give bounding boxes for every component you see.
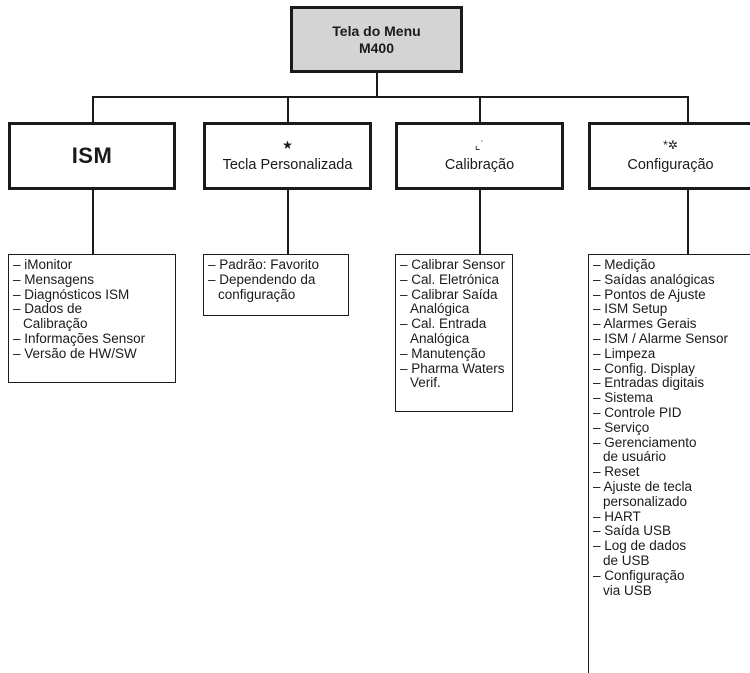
list-item: – Calibrar Saída	[400, 286, 498, 302]
list-item-continuation: Analógica	[410, 301, 470, 317]
list-item: – Log de dados	[593, 538, 687, 554]
list-item-continuation: Verif.	[410, 375, 441, 391]
root-title-line2: M400	[358, 39, 395, 56]
list-item: – Dados de	[13, 301, 83, 317]
list-item: – Sistema	[593, 390, 654, 406]
tecla-drop-line	[287, 96, 289, 122]
ism-list-line	[92, 190, 94, 254]
list-item: – Configuração	[593, 567, 685, 583]
category-configuracao-box: *✲ Configuração	[588, 122, 750, 190]
list-item: – Gerenciamento	[593, 434, 697, 450]
category-tecla-box: ★ Tecla Personalizada	[203, 122, 372, 190]
list-item: – Diagnósticos ISM	[13, 286, 130, 302]
list-item-continuation: Calibração	[23, 316, 88, 332]
list-item-continuation: personalizado	[603, 493, 688, 509]
list-item: – Limpeza	[593, 345, 656, 361]
list-item: – Alarmes Gerais	[593, 316, 697, 332]
list-item-continuation: via USB	[603, 582, 652, 598]
list-item: – Saída USB	[593, 523, 672, 539]
list-item: – Calibrar Sensor	[400, 257, 506, 272]
calibration-chart-icon: ⌞˙	[474, 138, 485, 152]
list-item: – ISM Setup	[593, 301, 668, 317]
list-item: – ISM / Alarme Sensor	[593, 330, 729, 346]
list-item: – Cal. Entrada	[400, 316, 487, 332]
configuracao-items-list: – Medição– Saídas analógicas– Pontos de …	[588, 254, 750, 673]
list-item-continuation: Analógica	[410, 330, 470, 346]
gear-settings-icon: *✲	[663, 138, 678, 152]
list-item-continuation: configuração	[218, 286, 296, 302]
list-item: – Dependendo da	[208, 271, 316, 287]
category-calibracao-box: ⌞˙ Calibração	[395, 122, 564, 190]
category-ism-box: ISM	[8, 122, 176, 190]
calibracao-list-line	[479, 190, 481, 254]
list-item: – Pontos de Ajuste	[593, 286, 706, 302]
list-item: – Saídas analógicas	[593, 271, 715, 287]
configuracao-drop-line	[687, 96, 689, 122]
configuracao-list-line	[687, 190, 689, 254]
list-item-continuation: de USB	[603, 552, 650, 568]
list-item: – Entradas digitais	[593, 375, 705, 391]
ism-drop-line	[92, 96, 94, 122]
horizontal-bus-line	[92, 96, 688, 98]
category-calibracao-label: Calibração	[444, 157, 515, 173]
tecla-list-line	[287, 190, 289, 254]
root-stem-line	[376, 73, 378, 97]
list-item: – Informações Sensor	[13, 330, 146, 346]
list-item: – HART	[593, 508, 641, 524]
list-item: – Reset	[593, 464, 640, 480]
list-item: – Versão de HW/SW	[13, 345, 137, 361]
list-item: – Config. Display	[593, 360, 696, 376]
star-icon: ★	[282, 138, 293, 152]
category-ism-label: ISM	[71, 143, 113, 168]
list-item: – Cal. Eletrónica	[400, 271, 500, 287]
list-item: – Manutenção	[400, 345, 486, 361]
list-item: – Pharma Waters	[400, 360, 505, 376]
list-item: – Medição	[593, 257, 656, 272]
list-item: – Padrão: Favorito	[208, 257, 320, 272]
list-item: – Mensagens	[13, 271, 95, 287]
calibracao-drop-line	[479, 96, 481, 122]
list-item-continuation: de usuário	[603, 449, 667, 465]
root-title-line1: Tela do Menu	[332, 22, 421, 39]
calibracao-items-list: – Calibrar Sensor– Cal. Eletrónica– Cali…	[395, 254, 513, 412]
list-item: – Controle PID	[593, 404, 682, 420]
ism-items-list: – iMonitor– Mensagens– Diagnósticos ISM–…	[8, 254, 176, 383]
list-item: – Serviço	[593, 419, 650, 435]
category-tecla-label: Tecla Personalizada	[222, 157, 353, 173]
root-menu-box: Tela do Menu M400	[290, 6, 463, 73]
category-configuracao-label: Configuração	[627, 157, 714, 173]
list-item: – iMonitor	[13, 257, 73, 272]
list-item: – Ajuste de tecla	[593, 478, 693, 494]
